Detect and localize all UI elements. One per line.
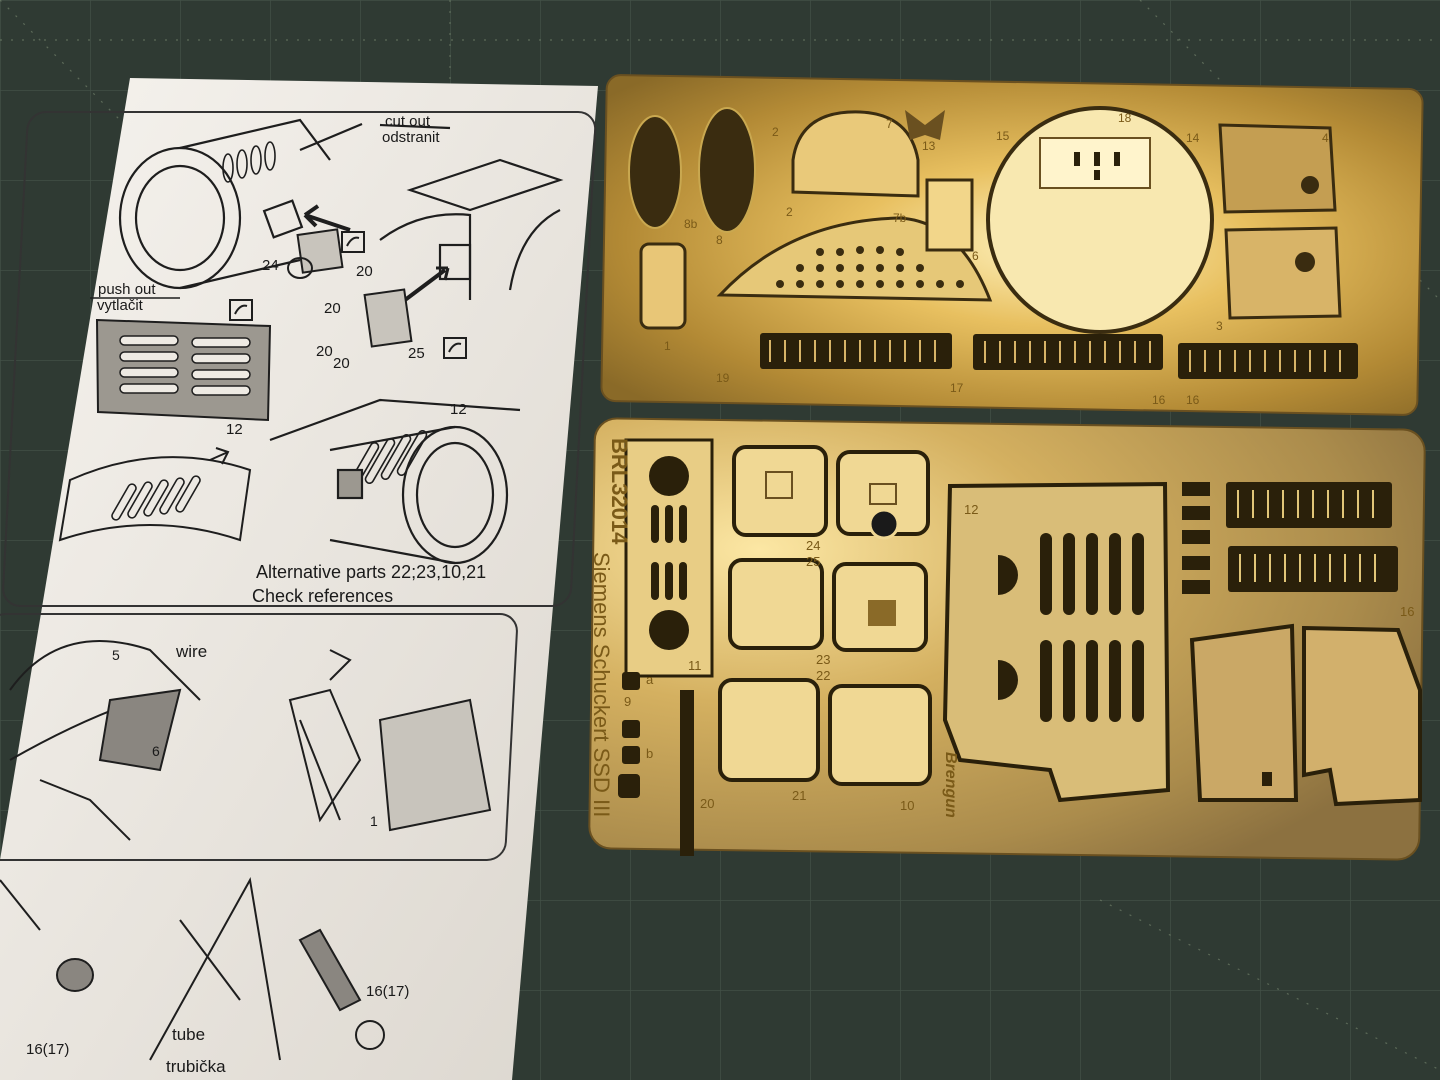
fret-top-num-2a: 2 xyxy=(772,125,779,139)
label-wire: wire xyxy=(175,642,207,661)
alt-parts-line2: Check references xyxy=(252,586,393,606)
fret-top-num-14: 14 xyxy=(1186,131,1200,145)
fret-bottom-num-11: 11 xyxy=(688,658,702,673)
part-label-6: 6 xyxy=(152,743,160,759)
etched-part-hatch-24 xyxy=(732,445,828,537)
fret-top-num-4: 4 xyxy=(1322,131,1329,145)
instruction-panel-1 xyxy=(2,111,597,607)
etched-part-hatch-22 xyxy=(728,558,824,650)
fret-top-num-15: 15 xyxy=(996,129,1010,143)
fret-top-num-2b: 2 xyxy=(786,205,793,219)
fret-top-num-1: 1 xyxy=(664,339,671,353)
label-tube: tube xyxy=(172,1025,205,1044)
part-label-20b: 20 xyxy=(324,300,341,317)
label-push-out: push out xyxy=(98,281,156,298)
fret-bottom-num-25: 25 xyxy=(806,554,820,569)
part-label-16-17a: 16(17) xyxy=(26,1041,69,1058)
fret-top-num-7: 7 xyxy=(886,117,893,131)
fret-top-num-17: 17 xyxy=(950,381,964,395)
fret-bottom-num-b: b xyxy=(646,746,653,761)
fret-bottom-num-16: 16 xyxy=(1400,604,1414,619)
part-label-12b: 12 xyxy=(450,401,467,418)
fret-bottom-num-9: 9 xyxy=(624,694,631,709)
fret-code-label: BRL32014 xyxy=(607,438,632,545)
fret-top-num-8: 8 xyxy=(716,233,723,247)
label-cut-out: cut out xyxy=(385,113,431,130)
part-label-5: 5 xyxy=(112,647,120,663)
fret-top-num-18: 18 xyxy=(1118,111,1132,125)
etched-part-hatch-10 xyxy=(828,684,932,786)
part-label-20d: 20 xyxy=(333,355,350,372)
brengun-logo: Brengun xyxy=(942,752,959,818)
fret-top-num-19: 19 xyxy=(716,371,730,385)
fret-top-num-8b: 8b xyxy=(684,217,698,231)
fret-top-num-16a: 16 xyxy=(1152,393,1166,407)
part-label-1: 1 xyxy=(370,813,378,829)
etched-part-dotted-crescent xyxy=(716,216,993,302)
etched-part-d-panel xyxy=(791,110,920,198)
fret-bottom-num-24: 24 xyxy=(806,538,820,553)
label-odstranit: odstranit xyxy=(382,129,440,146)
fret-bottom-num-20: 20 xyxy=(700,796,714,811)
etch-fret-top: 2 7 13 15 18 14 4 8b 8 2 7b 6 3 1 19 17 … xyxy=(600,74,1424,416)
part-label-12a: 12 xyxy=(226,421,243,438)
label-trubicka: trubička xyxy=(166,1057,226,1076)
alt-parts-line1: Alternative parts 22;23,10,21 xyxy=(256,562,486,582)
perforated-panel-drawing xyxy=(95,318,272,422)
fret-title-label: Siemens Schuckert SSD III xyxy=(589,552,614,817)
fret-bottom-num-22: 22 xyxy=(816,668,830,683)
label-vytlacit: vytlačit xyxy=(97,297,144,314)
fret-bottom-num-10: 10 xyxy=(900,798,914,813)
fret-bottom-num-21: 21 xyxy=(792,788,806,803)
part-label-24: 24 xyxy=(262,257,279,274)
instruction-sheet: cut out odstranit 24 20 20 20 20 25 push… xyxy=(0,78,598,1080)
part-label-16-17b: 16(17) xyxy=(366,983,409,1000)
fret-top-num-16b: 16 xyxy=(1186,393,1200,407)
part-label-20c: 20 xyxy=(316,343,333,360)
fret-top-num-3: 3 xyxy=(1216,319,1223,333)
fret-top-num-13: 13 xyxy=(922,139,936,153)
part-label-25: 25 xyxy=(408,345,425,362)
instruction-panel-2 xyxy=(0,613,518,861)
etch-fret-bottom: BRL32014 Siemens Schuckert SSD III Breng… xyxy=(588,417,1426,861)
part-label-20a: 20 xyxy=(356,263,373,280)
fret-top-num-7b: 7b xyxy=(893,211,907,225)
fret-bottom-num-a: a xyxy=(646,672,654,687)
fret-bottom-num-12: 12 xyxy=(964,502,978,517)
fret-bottom-num-23: 23 xyxy=(816,652,830,667)
etched-part-hatch-21 xyxy=(718,678,820,782)
fret-top-num-6: 6 xyxy=(972,249,979,263)
